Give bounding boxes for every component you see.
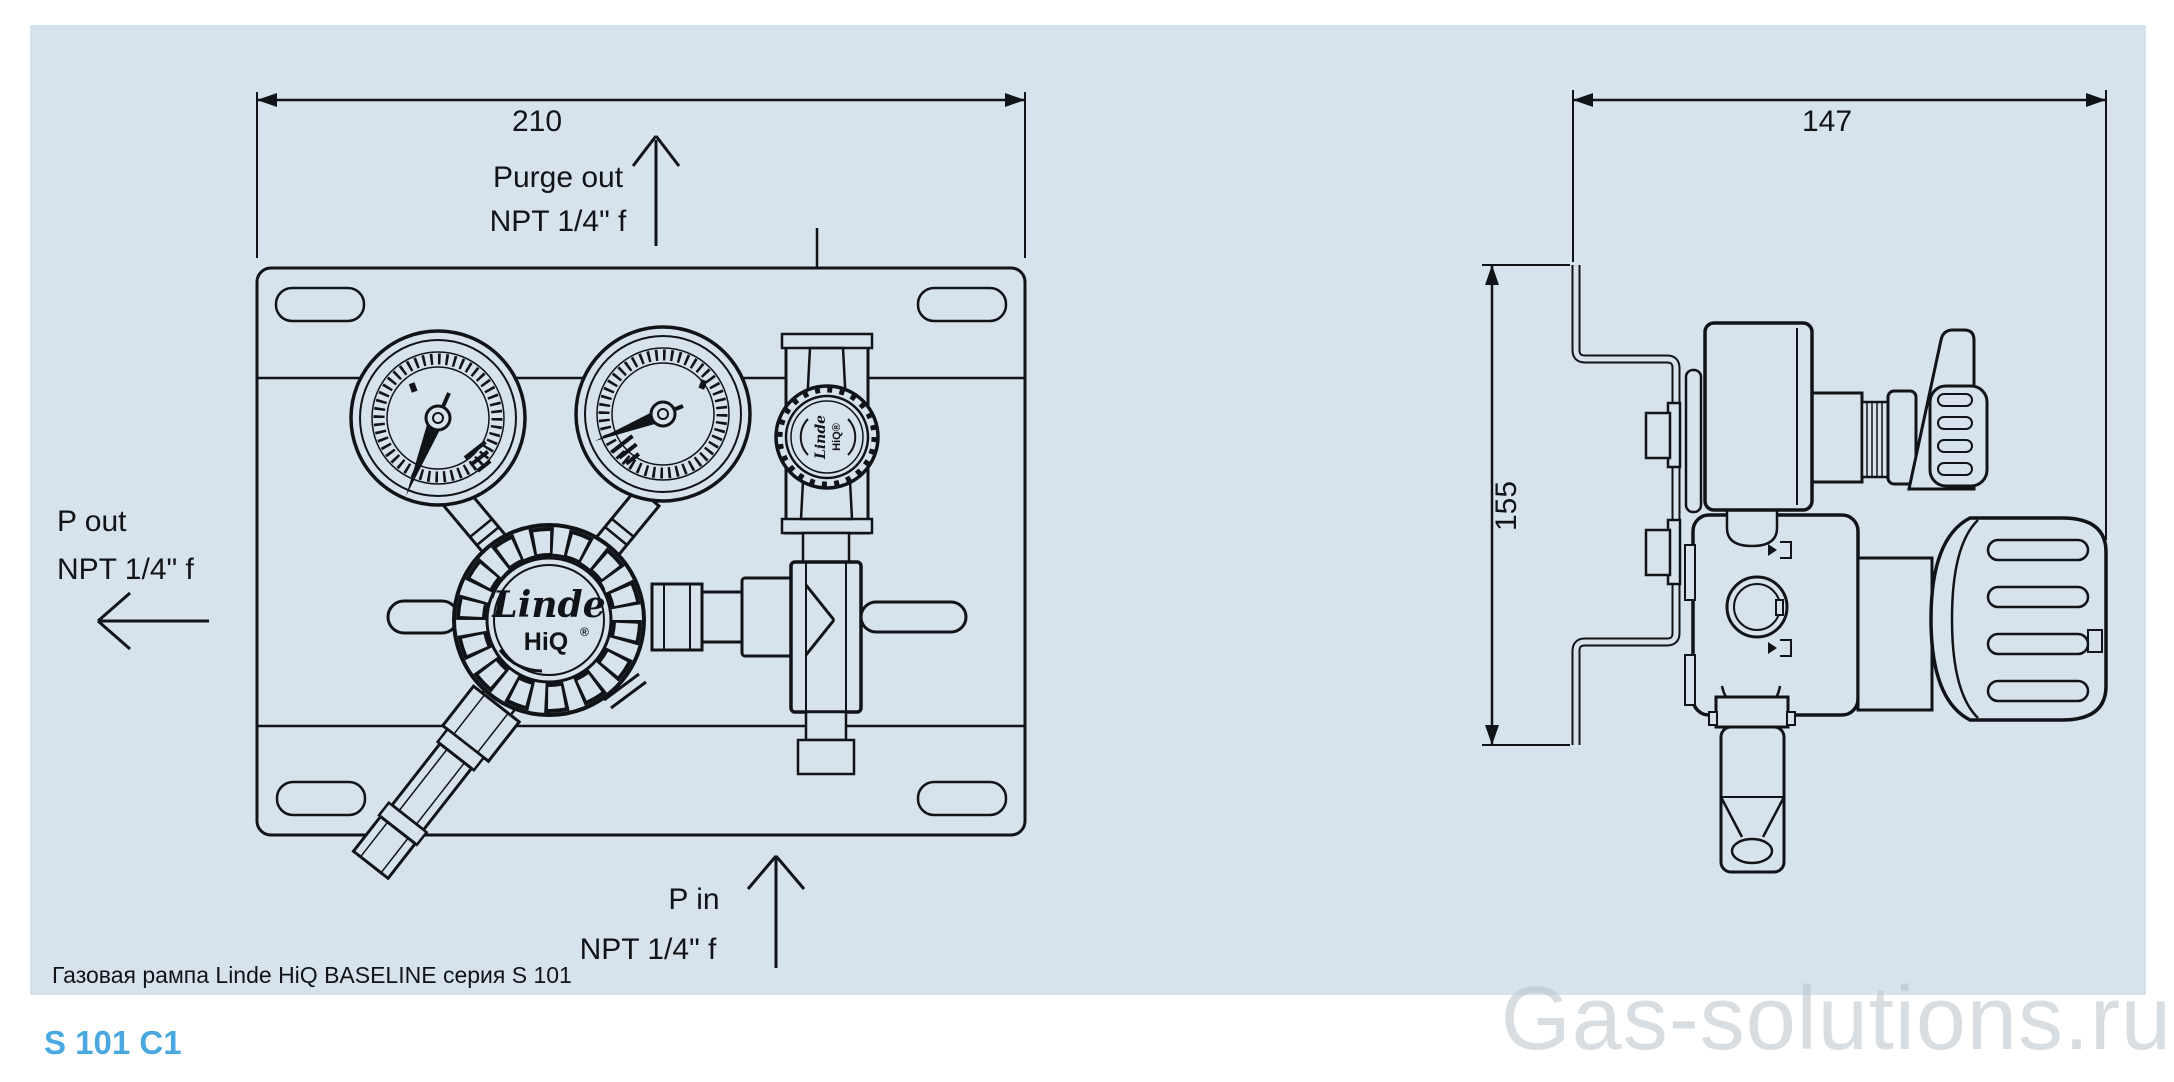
svg-text:HiQ®: HiQ® bbox=[831, 423, 843, 451]
outlet-tube bbox=[386, 599, 460, 635]
p-in-port-label: NPT 1/4" f bbox=[580, 933, 717, 966]
mounting-bolts bbox=[1644, 401, 1682, 586]
p-out-port-label: NPT 1/4" f bbox=[57, 553, 194, 586]
regulator-handwheel: Linde HiQ ® bbox=[452, 523, 647, 717]
p-out-arrow-icon bbox=[97, 591, 209, 651]
bracket-adapter-strip bbox=[1684, 368, 1703, 514]
outlet-pressure-gauge bbox=[574, 325, 752, 503]
valve-collar bbox=[1886, 389, 1918, 486]
body-port-circle bbox=[1725, 575, 1789, 639]
mounting-bracket-profile bbox=[1571, 265, 1681, 745]
gauge-needle bbox=[595, 406, 664, 441]
gauge-stamp-marks bbox=[463, 440, 492, 473]
purge-out-callout: Purge out NPT 1/4" f bbox=[490, 135, 681, 246]
plate-mounting-slots bbox=[274, 286, 1008, 817]
front-view: 210 Purge out NPT 1/4" f bbox=[57, 92, 1027, 968]
inlet-fitting bbox=[351, 680, 522, 881]
flow-direction-glyph bbox=[1768, 541, 1792, 559]
product-code: S 101 C1 bbox=[44, 1024, 182, 1061]
adjustment-knob-side bbox=[1856, 516, 2108, 722]
regulator-logo-mark: ® bbox=[580, 625, 589, 639]
p-out-callout: P out NPT 1/4" f bbox=[57, 505, 209, 651]
flow-direction-glyph bbox=[1768, 639, 1792, 657]
side-height-dimension: 155 bbox=[1482, 264, 1570, 746]
purge-valve-logo: Linde HiQ® bbox=[799, 415, 857, 460]
regulator-logo-brand: Linde bbox=[491, 584, 605, 626]
mounting-plate bbox=[255, 266, 1027, 837]
side-depth-dimension: 147 bbox=[1572, 90, 2107, 540]
purge-out-label: Purge out bbox=[493, 161, 624, 194]
front-width-dimension: 210 bbox=[256, 92, 1026, 258]
purge-out-port-label: NPT 1/4" f bbox=[490, 205, 627, 238]
gauge-stamp-marks bbox=[610, 434, 641, 466]
valve-boss bbox=[1810, 391, 1864, 484]
purge-out-arrow-icon bbox=[631, 135, 681, 246]
purge-valve: Linde HiQ® bbox=[774, 332, 880, 565]
p-in-label: P in bbox=[668, 883, 719, 916]
regulator-body-side bbox=[1684, 513, 1860, 717]
p-in-arrow-icon bbox=[746, 855, 806, 968]
drawing-caption: Газовая рампа Linde HiQ BASELINE серия S… bbox=[52, 962, 572, 988]
threaded-fitting bbox=[1860, 400, 1890, 479]
regulator-logo-series: HiQ bbox=[524, 628, 568, 656]
purge-valve-lever bbox=[1907, 328, 1989, 491]
inlet-fitting-side bbox=[1708, 685, 1796, 874]
side-view: 147 155 bbox=[1482, 90, 2108, 874]
outlet-fittings bbox=[650, 576, 796, 658]
gauge-needle bbox=[406, 411, 446, 496]
p-out-label: P out bbox=[57, 505, 127, 538]
tee-fitting bbox=[789, 560, 968, 776]
watermark-text: Gas-solutions.ru bbox=[1500, 969, 2172, 1069]
side-depth-dim-label: 147 bbox=[1802, 105, 1852, 138]
p-in-callout: P in NPT 1/4" f bbox=[580, 855, 806, 968]
front-width-dim-label: 210 bbox=[512, 105, 562, 138]
gauge-side-view bbox=[1703, 321, 1814, 548]
purge-tube bbox=[859, 600, 968, 634]
side-height-dim-label: 155 bbox=[1490, 481, 1523, 531]
inlet-pressure-gauge bbox=[349, 329, 527, 507]
svg-text:Linde: Linde bbox=[813, 415, 829, 460]
